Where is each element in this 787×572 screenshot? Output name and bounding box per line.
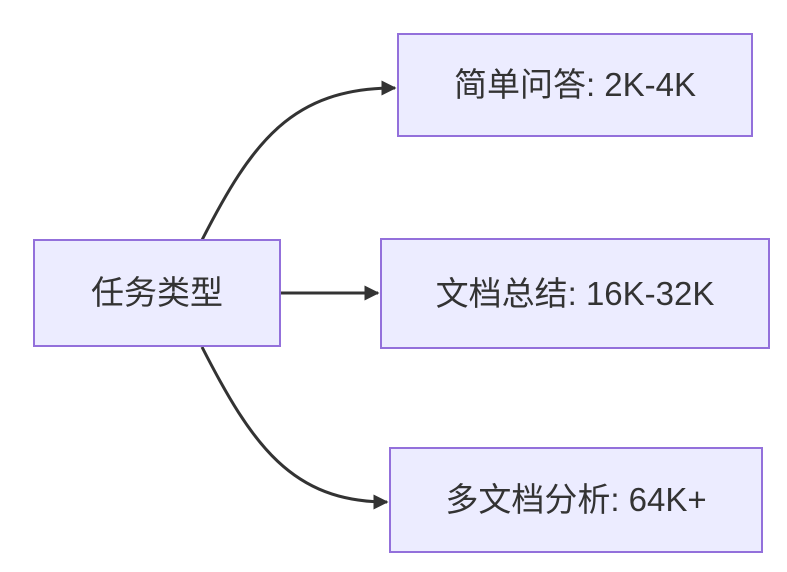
node-task-type: 任务类型 bbox=[33, 239, 281, 347]
node-simple-qa-label: 简单问答: 2K-4K bbox=[453, 66, 697, 104]
edge-task-type-to-simple-qa bbox=[200, 80, 397, 241]
edge-task-type-to-multi-doc bbox=[200, 346, 389, 510]
node-multi-doc-label: 多文档分析: 64K+ bbox=[445, 481, 707, 519]
node-doc-summary-label: 文档总结: 16K-32K bbox=[435, 274, 715, 312]
node-task-type-label: 任务类型 bbox=[91, 274, 223, 312]
node-simple-qa: 简单问答: 2K-4K bbox=[397, 33, 753, 137]
node-doc-summary: 文档总结: 16K-32K bbox=[380, 238, 770, 349]
node-multi-doc: 多文档分析: 64K+ bbox=[389, 447, 763, 553]
